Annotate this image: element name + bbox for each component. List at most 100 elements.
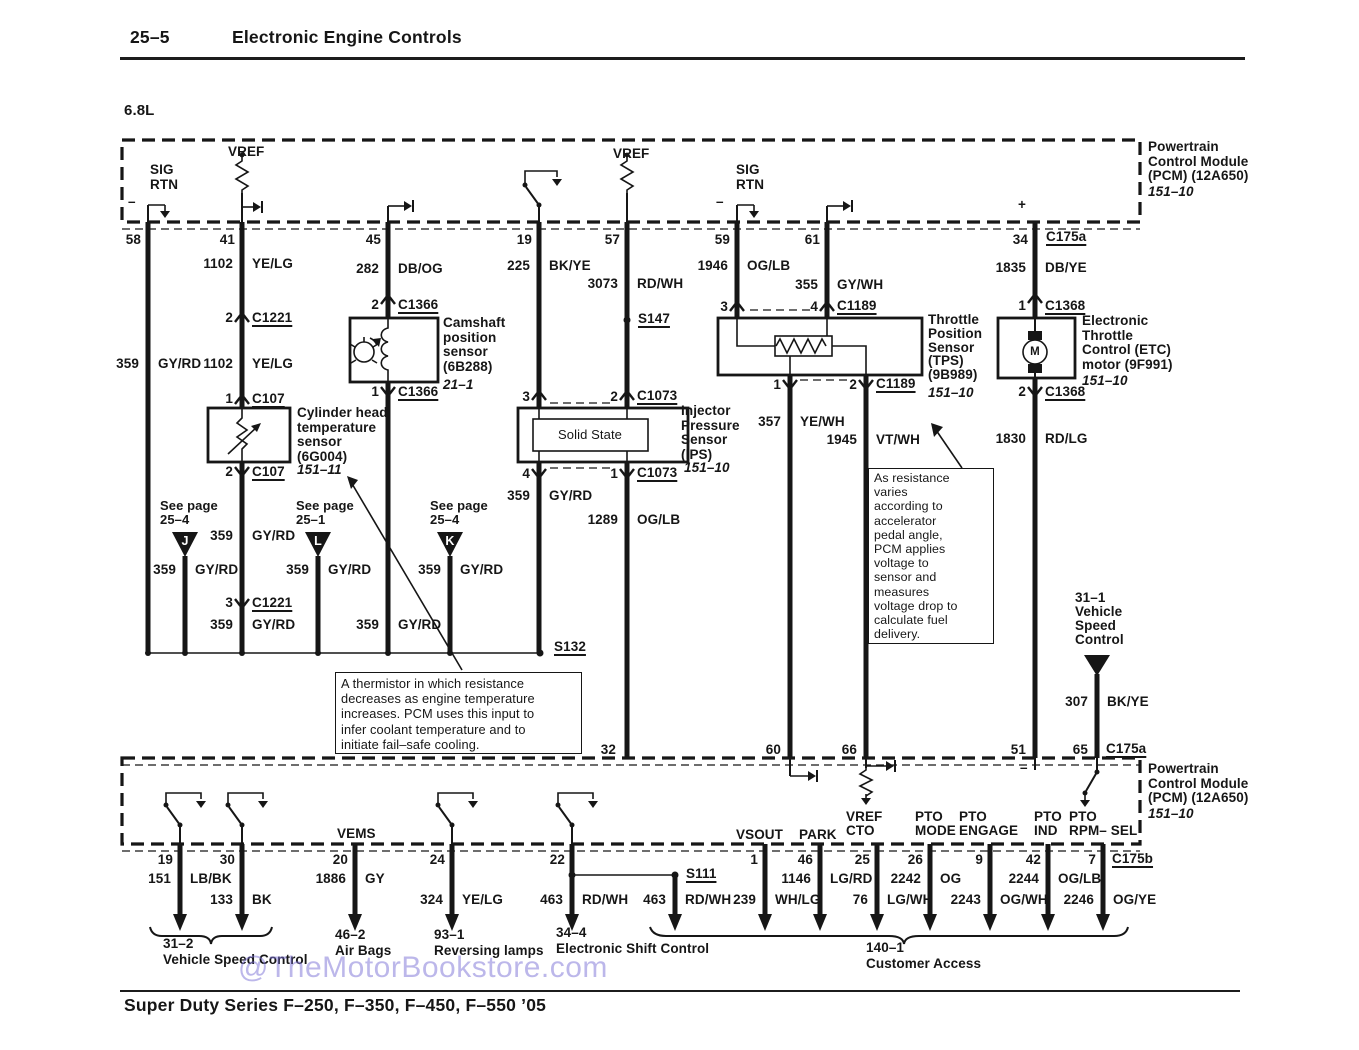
pin-41: 41 bbox=[219, 232, 235, 247]
vref-label-left: VREF bbox=[228, 144, 265, 159]
connector-c1189: C1189 bbox=[876, 376, 916, 391]
connector-pin: 1 bbox=[225, 391, 233, 406]
sig-rtn-label-right: SIG RTN bbox=[736, 162, 765, 192]
wire-color: RD/WH bbox=[637, 276, 684, 291]
wire-number: 1146 bbox=[781, 871, 811, 886]
wire-color: BK/YE bbox=[1107, 694, 1149, 709]
wire-color: YE/LG bbox=[252, 256, 294, 271]
wire-number: 357 bbox=[758, 414, 781, 429]
wire-number: 2246 bbox=[1063, 892, 1094, 907]
connector-pin: 4 bbox=[810, 299, 818, 314]
wire-number: 359 bbox=[116, 356, 139, 371]
wire-number: 1945 bbox=[826, 432, 857, 447]
polarity-plus: + bbox=[1018, 197, 1026, 212]
wire-number: 324 bbox=[420, 892, 443, 907]
wire-color: OG/WH bbox=[1000, 892, 1048, 907]
pin-61: 61 bbox=[804, 232, 820, 247]
page-title: Electronic Engine Controls bbox=[232, 27, 462, 47]
pin-59: 59 bbox=[714, 232, 730, 247]
splice-s132: S132 bbox=[554, 639, 586, 654]
ips-sensor-box bbox=[516, 406, 690, 464]
pin-26: 26 bbox=[907, 852, 923, 867]
wire-number: 355 bbox=[795, 277, 818, 292]
wire-number: 225 bbox=[507, 258, 530, 273]
dest-airbags-code: 46–2 bbox=[335, 927, 366, 942]
dest-vsc-label: Vehicle Speed Control bbox=[163, 952, 308, 967]
dest-customer-code: 140–1 bbox=[866, 940, 905, 955]
pin66-vref-pullup bbox=[858, 758, 896, 805]
ips-solid-state-label: Solid State bbox=[558, 427, 622, 442]
connector-c1366: C1366 bbox=[398, 384, 439, 399]
see-page-triangles bbox=[172, 532, 463, 557]
connector-pin: 3 bbox=[225, 595, 233, 610]
wire-number: 359 bbox=[210, 617, 233, 632]
engine-label: 6.8L bbox=[124, 102, 155, 119]
wire-number: 1102 bbox=[203, 256, 233, 271]
connector-pin: 3 bbox=[522, 389, 530, 404]
wire-number: 76 bbox=[852, 892, 868, 907]
connector-c1189: C1189 bbox=[837, 298, 877, 313]
connector-pin: 4 bbox=[522, 466, 530, 481]
pcm-bottom-page-ref: 151–10 bbox=[1148, 806, 1194, 821]
port-pto-rpm-sel: PTO RPM– SEL bbox=[1069, 809, 1138, 838]
wire-color: OG/LB bbox=[747, 258, 791, 273]
pin-24: 24 bbox=[429, 852, 445, 867]
vsc-source-label: 31–1 Vehicle Speed Control bbox=[1075, 590, 1124, 647]
wire-number: 359 bbox=[418, 562, 441, 577]
connector-pin: 2 bbox=[849, 377, 857, 392]
dest-vsc-code: 31–2 bbox=[163, 936, 194, 951]
wires bbox=[145, 222, 1100, 758]
page-section-number: 25–5 bbox=[130, 27, 170, 47]
wire-color: DB/YE bbox=[1045, 260, 1087, 275]
port-park: PARK bbox=[799, 827, 837, 842]
pin-65: 65 bbox=[1072, 742, 1088, 757]
wire-color: GY/WH bbox=[837, 277, 884, 292]
motor-m-icon: M bbox=[1030, 346, 1040, 358]
wire-number: 1886 bbox=[315, 871, 346, 886]
connector-pin: 2 bbox=[610, 389, 618, 404]
dest-reversing-label: Reversing lamps bbox=[434, 943, 544, 958]
pin65-switch-symbol bbox=[1080, 758, 1100, 807]
port-pto-engage: PTO ENGAGE bbox=[959, 809, 1019, 838]
pin-42: 42 bbox=[1025, 852, 1041, 867]
wire-color: GY/RD bbox=[460, 562, 504, 577]
wire-number: 359 bbox=[210, 528, 233, 543]
header-rule bbox=[120, 57, 1245, 60]
connector-c1368: C1368 bbox=[1045, 384, 1086, 399]
wire-color: GY bbox=[365, 871, 385, 886]
pin-9: 9 bbox=[975, 852, 983, 867]
dest-reversing-code: 93–1 bbox=[434, 927, 465, 942]
customer-access-brace bbox=[649, 926, 1129, 945]
wire-number: 239 bbox=[733, 892, 756, 907]
s147-splice-dot bbox=[623, 316, 631, 324]
see-page-k: See page 25–4 bbox=[430, 498, 488, 527]
connector-pin: 1 bbox=[773, 377, 781, 392]
tps-page-ref: 151–10 bbox=[928, 385, 974, 400]
splice-s111: S111 bbox=[686, 866, 717, 881]
camshaft-sensor-box bbox=[348, 316, 440, 384]
wire-color: OG/YE bbox=[1113, 892, 1157, 907]
pcm-top-page-ref: 151–10 bbox=[1148, 184, 1194, 199]
wire-number: 1102 bbox=[203, 356, 233, 371]
sig-rtn-label-left: SIG RTN bbox=[150, 162, 179, 192]
wire-number: 1289 bbox=[587, 512, 618, 527]
wire-color: OG bbox=[940, 871, 962, 886]
wire-color: LG/WH bbox=[887, 892, 933, 907]
pin-57: 57 bbox=[604, 232, 620, 247]
wire-color: GY/RD bbox=[158, 356, 202, 371]
wire-color: YE/LG bbox=[252, 356, 294, 371]
camshaft-page-ref: 21–1 bbox=[443, 377, 474, 392]
cht-sensor-box bbox=[206, 406, 292, 464]
dest-shift-code: 34–4 bbox=[556, 925, 587, 940]
connector-c107: C107 bbox=[252, 464, 285, 479]
wire-number: 359 bbox=[356, 617, 379, 632]
connector-pin: 1 bbox=[1018, 298, 1026, 313]
cht-note-text: A thermistor in which resistance decreas… bbox=[341, 676, 535, 752]
connector-c107: C107 bbox=[252, 391, 285, 406]
camshaft-sensor-label: Camshaft position sensor (6B288) bbox=[443, 315, 506, 374]
wire-number: 2242 bbox=[890, 871, 921, 886]
bottom-exit-wires bbox=[173, 844, 1110, 931]
vref-resistor-mid bbox=[619, 152, 635, 222]
sig-rtn-symbol-left bbox=[147, 204, 170, 222]
